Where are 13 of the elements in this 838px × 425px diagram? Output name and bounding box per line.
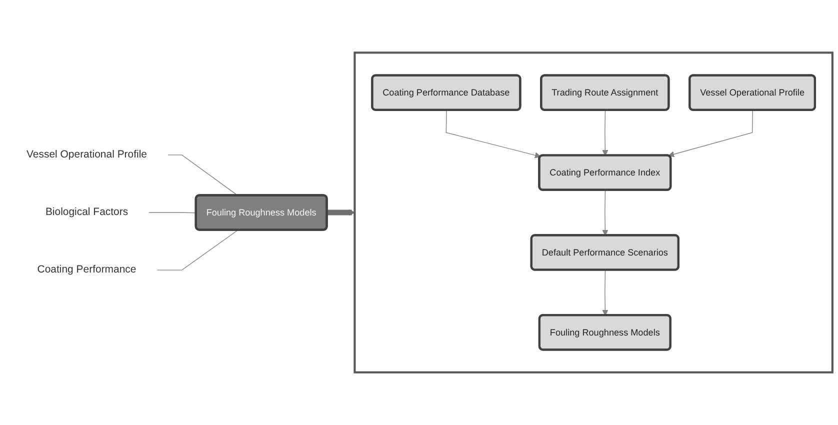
arrow — [326, 209, 355, 216]
node-text: Biological Factors — [45, 206, 128, 218]
node-text: Vessel Operational Profile — [26, 148, 148, 160]
connector — [156, 230, 238, 270]
cluster — [354, 52, 834, 374]
arrow — [446, 110, 541, 158]
connector — [168, 154, 238, 196]
arrow — [668, 110, 753, 158]
arrow — [602, 110, 608, 156]
node-text: Coating Performance — [37, 264, 136, 276]
connector — [148, 212, 197, 214]
arrow — [602, 270, 608, 316]
arrow — [602, 190, 608, 236]
